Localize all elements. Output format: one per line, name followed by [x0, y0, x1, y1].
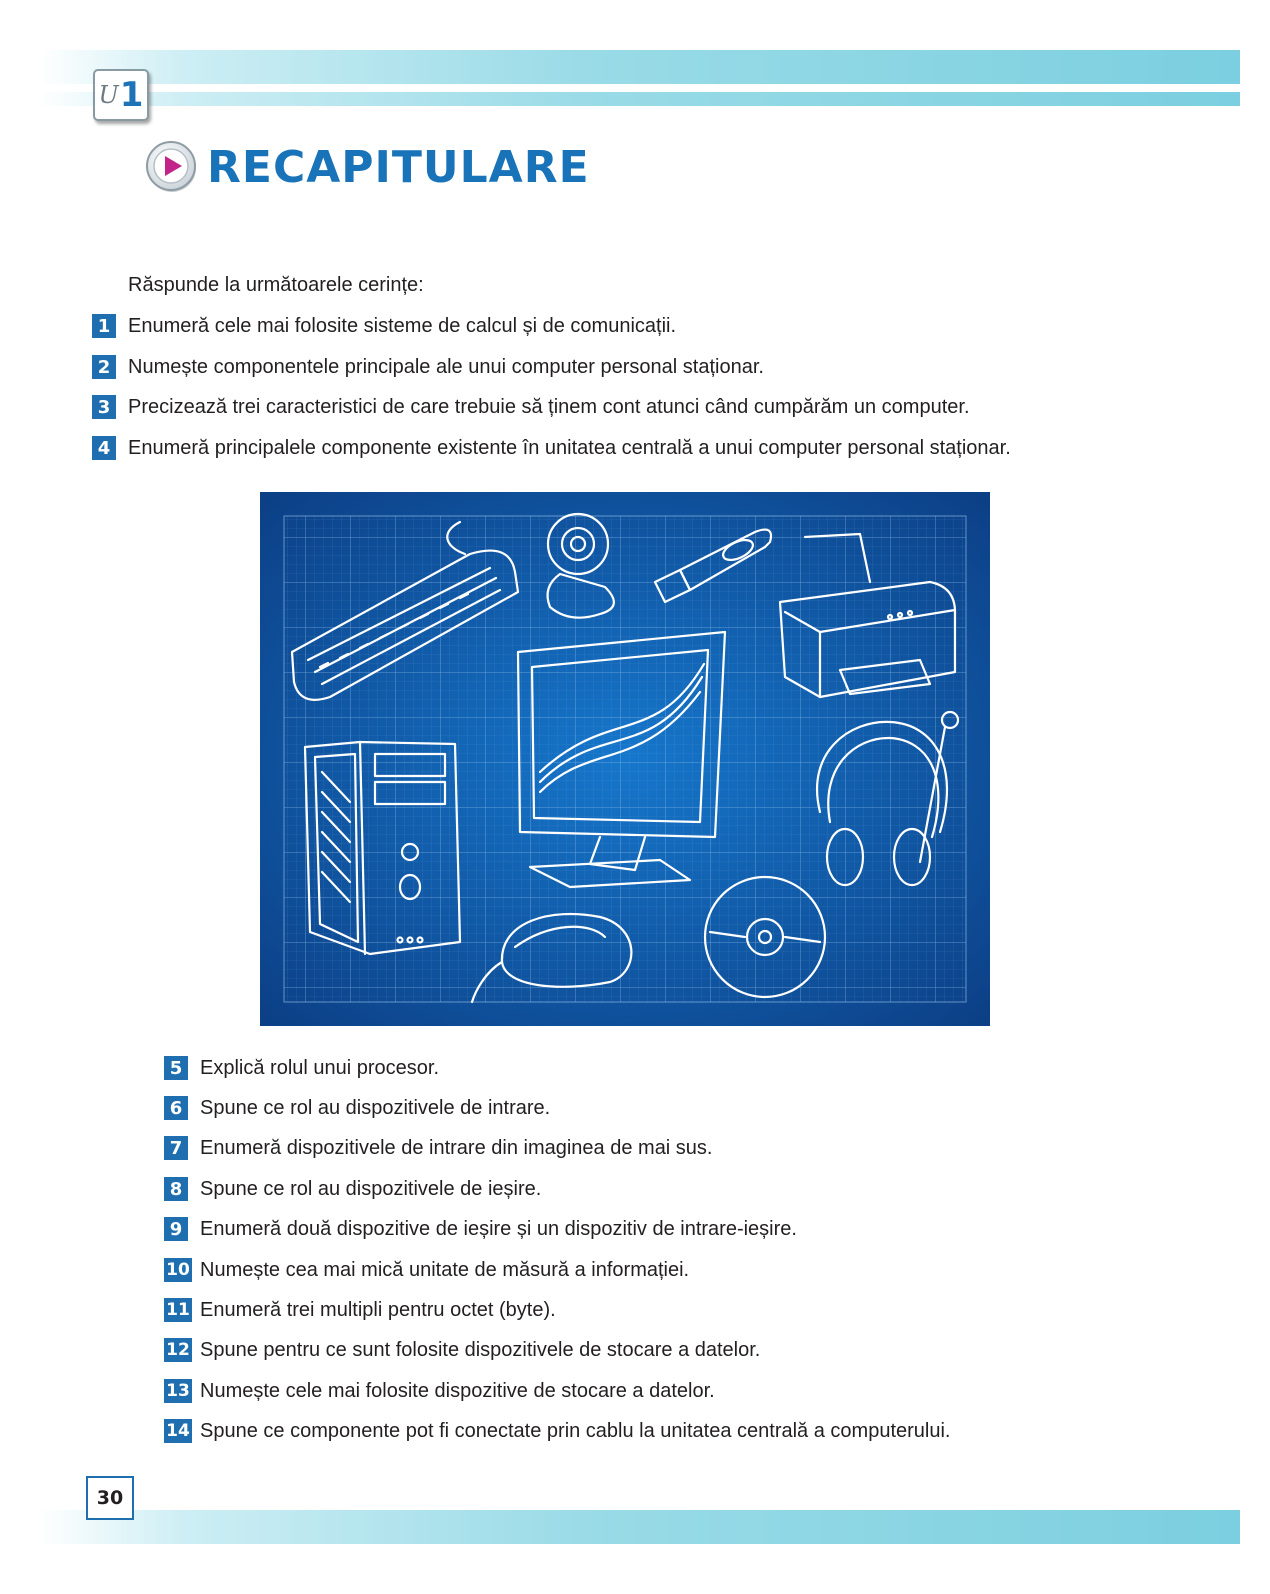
question-3: 3 Precizează trei caracteristici de care…	[92, 395, 970, 419]
instructions: Răspunde la următoarele cerințe:	[128, 274, 424, 296]
mouse-icon	[470, 912, 633, 1004]
question-13: 13 Numește cele mai folosite dispozitive…	[164, 1379, 715, 1403]
question-text: Numește cea mai mică unitate de măsură a…	[200, 1258, 690, 1281]
question-number: 11	[164, 1298, 192, 1322]
question-number: 13	[164, 1379, 192, 1403]
monitor-icon	[516, 630, 727, 889]
question-number: 10	[164, 1258, 192, 1282]
question-number: 7	[164, 1136, 188, 1160]
question-text: Numește cele mai folosite dispozitive de…	[200, 1379, 715, 1402]
keyboard-icon	[290, 520, 520, 701]
question-text: Spune pentru ce sunt folosite dispozitiv…	[200, 1338, 761, 1361]
question-number: 9	[164, 1217, 188, 1241]
headset-icon	[816, 710, 960, 887]
question-number: 4	[92, 436, 116, 460]
question-number: 1	[92, 314, 116, 338]
question-12: 12 Spune pentru ce sunt folosite dispozi…	[164, 1338, 760, 1362]
play-icon	[146, 141, 196, 192]
question-8: 8 Spune ce rol au dispozitivele de ieșir…	[164, 1177, 541, 1201]
printer-icon	[778, 532, 957, 699]
question-number: 8	[164, 1177, 188, 1201]
page-title: RECAPITULARE	[207, 141, 590, 193]
question-number: 3	[92, 395, 116, 419]
question-2: 2 Numește componentele principale ale un…	[92, 355, 764, 379]
question-text: Enumeră dispozitivele de intrare din ima…	[200, 1136, 713, 1159]
question-5: 5 Explică rolul unui procesor.	[164, 1056, 439, 1080]
system-unit-icon	[303, 740, 462, 956]
optical-disc-icon	[703, 875, 827, 999]
question-text: Spune ce componente pot fi conectate pri…	[200, 1419, 951, 1442]
question-text: Spune ce rol au dispozitivele de intrare…	[200, 1096, 551, 1119]
question-1: 1 Enumeră cele mai folosite sisteme de c…	[92, 314, 676, 338]
question-11: 11 Enumeră trei multipli pentru octet (b…	[164, 1298, 556, 1322]
question-number: 2	[92, 355, 116, 379]
question-text: Spune ce rol au dispozitivele de ieșire.	[200, 1177, 542, 1200]
question-text: Explică rolul unui procesor.	[200, 1056, 440, 1079]
question-9: 9 Enumeră două dispozitive de ieșire și …	[164, 1217, 797, 1241]
header-band-top	[40, 50, 1240, 84]
question-number: 14	[164, 1419, 192, 1443]
question-text: Enumeră principalele componente existent…	[128, 436, 1011, 459]
webcam-icon	[546, 512, 615, 619]
blueprint-illustration	[260, 492, 990, 1026]
question-number: 12	[164, 1338, 192, 1362]
unit-number: 1	[119, 75, 144, 115]
unit-prefix: U	[98, 81, 119, 109]
question-6: 6 Spune ce rol au dispozitivele de intra…	[164, 1096, 550, 1120]
usb-stick-icon	[653, 528, 773, 604]
question-14: 14 Spune ce componente pot fi conectate …	[164, 1419, 950, 1443]
question-text: Enumeră cele mai folosite sisteme de cal…	[128, 314, 677, 337]
title-block: RECAPITULARE	[145, 140, 590, 194]
question-10: 10 Numește cea mai mică unitate de măsur…	[164, 1258, 689, 1282]
question-text: Numește componentele principale ale unui…	[128, 355, 764, 378]
question-number: 6	[164, 1096, 188, 1120]
question-text: Precizează trei caracteristici de care t…	[128, 395, 970, 418]
page-number: 30	[86, 1476, 134, 1520]
question-text: Enumeră trei multipli pentru octet (byte…	[200, 1298, 556, 1321]
question-text: Enumeră două dispozitive de ieșire și un…	[200, 1217, 797, 1240]
question-4: 4 Enumeră principalele componente existe…	[92, 436, 1011, 460]
footer-band	[40, 1510, 1240, 1544]
header-band-bottom	[40, 92, 1240, 106]
question-number: 5	[164, 1056, 188, 1080]
question-7: 7 Enumeră dispozitivele de intrare din i…	[164, 1136, 713, 1160]
